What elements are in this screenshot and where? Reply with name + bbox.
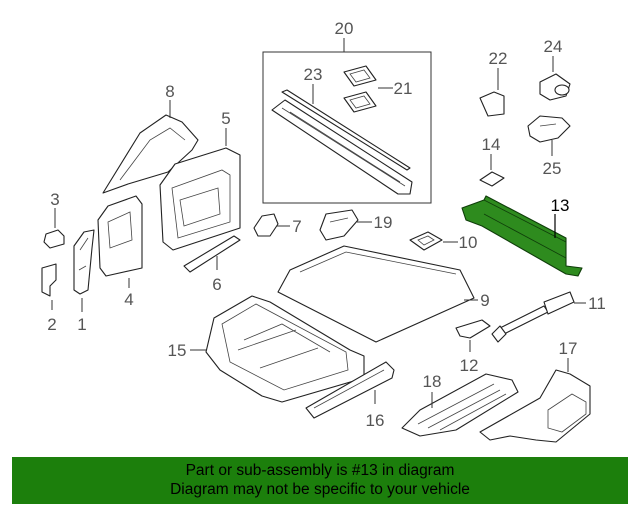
- part-16-rail[interactable]: [305, 361, 395, 419]
- callout-22: 22: [489, 49, 508, 68]
- callout-23: 23: [304, 65, 323, 84]
- part-21-clips[interactable]: [343, 65, 393, 113]
- part-4-lower-trim[interactable]: [97, 195, 143, 288]
- exploded-parts-diagram: 2 1 3 4 5 6 7 8 9 10 11 12 13 14 15 16 1…: [41, 19, 606, 443]
- part-2-bracket[interactable]: [41, 263, 57, 310]
- part-9-floor-mat[interactable]: [277, 245, 478, 343]
- callout-11: 11: [588, 294, 606, 313]
- callout-13: 13: [551, 196, 570, 215]
- callout-1: 1: [77, 315, 86, 334]
- part-25-lamp[interactable]: [527, 115, 571, 156]
- banner-line-2: Diagram may not be specific to your vehi…: [170, 481, 470, 498]
- part-15-floor-pan[interactable]: [190, 295, 365, 403]
- callout-25: 25: [543, 159, 562, 178]
- part-13-highlighted[interactable]: [461, 195, 583, 277]
- callout-21: 21: [394, 79, 413, 98]
- part-7-bracket[interactable]: [253, 213, 290, 237]
- callout-6: 6: [212, 275, 221, 294]
- part-5-side-trim-panel[interactable]: [159, 128, 241, 251]
- part-18-mat[interactable]: [401, 373, 519, 437]
- part-23-cargo-cover[interactable]: [271, 84, 413, 195]
- part-12-pad[interactable]: [455, 319, 491, 352]
- part-11-gas-strut[interactable]: [491, 291, 586, 343]
- callout-3: 3: [50, 190, 59, 209]
- callout-14: 14: [482, 135, 501, 154]
- callout-4: 4: [124, 290, 133, 309]
- callout-10: 10: [459, 233, 478, 252]
- part-group-20-box: [262, 38, 432, 204]
- part-6-scuff-strip[interactable]: [183, 235, 241, 273]
- callout-18: 18: [423, 372, 442, 391]
- callout-12: 12: [460, 356, 479, 375]
- callout-8: 8: [165, 82, 174, 101]
- callout-20: 20: [335, 19, 354, 38]
- part-3-clip[interactable]: [43, 208, 65, 249]
- callout-2: 2: [47, 315, 56, 334]
- part-19-handle[interactable]: [319, 209, 372, 241]
- part-17-storage-tray[interactable]: [479, 358, 591, 443]
- callout-9: 9: [480, 291, 489, 310]
- callout-15: 15: [168, 341, 187, 360]
- info-banner: Part or sub-assembly is #13 in diagram D…: [12, 457, 628, 504]
- part-10-cover[interactable]: [409, 231, 458, 251]
- part-8-upper-trim[interactable]: [102, 100, 199, 194]
- callout-17: 17: [559, 339, 578, 358]
- banner-line-1: Part or sub-assembly is #13 in diagram: [185, 462, 455, 479]
- part-22-bracket[interactable]: [479, 68, 505, 117]
- callout-5: 5: [221, 109, 230, 128]
- callout-24: 24: [544, 37, 563, 56]
- callout-16: 16: [366, 411, 385, 430]
- callout-labels: 2 1 3 4 5 6 7 8 9 10 11 12 13 14 15 16 1…: [47, 19, 606, 430]
- callout-7: 7: [292, 217, 301, 236]
- part-1-pillar-trim[interactable]: [73, 229, 95, 312]
- part-14-pad[interactable]: [479, 154, 505, 187]
- part-24-socket[interactable]: [539, 56, 571, 101]
- callout-19: 19: [374, 213, 393, 232]
